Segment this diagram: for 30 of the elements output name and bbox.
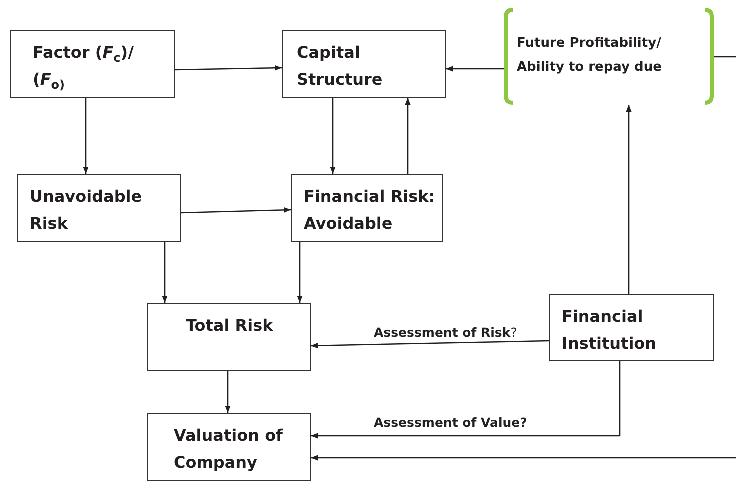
process-box	[291, 174, 443, 242]
arrow	[446, 66, 506, 72]
edge-label: Assessment of Value?	[372, 415, 530, 430]
box-label: Capital Structure	[297, 42, 384, 91]
arrow	[83, 98, 89, 174]
arrow	[180, 207, 292, 214]
process-box	[17, 174, 181, 242]
arrow	[626, 105, 632, 294]
box-label: Financial Institution	[562, 306, 658, 355]
process-box	[282, 30, 446, 98]
arrow	[174, 65, 282, 71]
box-label: Unavoidable Risk	[30, 186, 144, 235]
bracket-text: Future Profitability/ Ability to repay due	[517, 35, 663, 77]
arrow	[225, 371, 231, 413]
arrow	[330, 98, 336, 174]
process-box	[10, 30, 175, 98]
process-box	[147, 303, 311, 371]
arrow	[297, 242, 303, 303]
arrow	[311, 361, 621, 439]
box-label: Valuation of Company	[174, 425, 284, 474]
edge-label: Assessment of Risk?	[372, 325, 520, 340]
process-box	[549, 294, 714, 361]
process-box	[147, 413, 311, 481]
box-label: Financial Risk: Avoidable	[304, 186, 436, 235]
box-label: Total Risk	[186, 315, 274, 337]
arrow	[310, 340, 550, 349]
arrow	[311, 455, 736, 461]
arrow	[405, 98, 411, 174]
arrow	[162, 242, 168, 303]
box-label: Factor (F$_{c}$)/ (F$_{o)}$	[33, 42, 135, 93]
